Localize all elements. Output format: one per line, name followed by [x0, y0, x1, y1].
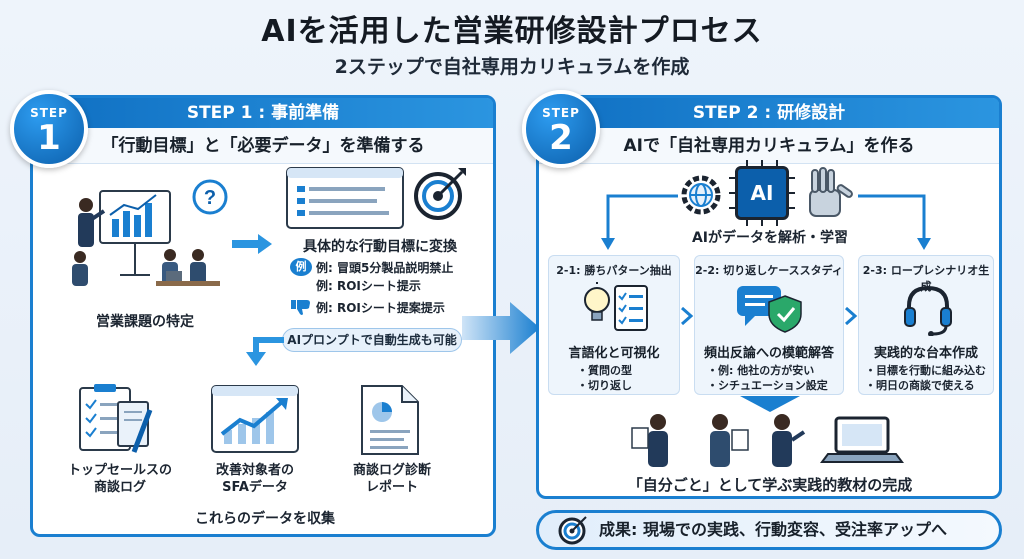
- thumbs-down-icon: [291, 300, 310, 315]
- example-list: 例 例: 冒頭5分製品説明禁止 例: ROIシート提示 例: ROIシート提案提…: [290, 258, 453, 316]
- substep-main: 頻出反論への模範解答: [703, 346, 834, 361]
- example-item: 例: ROIシート提示: [290, 276, 453, 294]
- substep-title: 2-1: 勝ちパターン抽出: [556, 264, 672, 277]
- example-item: 例 例: 冒頭5分製品説明禁止: [290, 258, 453, 276]
- step1-badge-number: 1: [37, 118, 61, 158]
- step2-badge-number: 2: [549, 118, 573, 158]
- source-label-line: 商談ログ診断: [352, 463, 431, 478]
- substep-title: 2-2: 切り返しケーススタディ: [695, 264, 843, 277]
- substep-2-1: 2-1: 勝ちパターン抽出 言語化と可視化 ・質問の型 ・切り返し: [548, 255, 680, 395]
- step1-header: STEP 1 : 事前準備: [33, 98, 493, 128]
- robot-hand-icon: [809, 167, 853, 217]
- source-label-top-sales: トップセールスの 商談ログ: [50, 462, 190, 496]
- meeting-illustration: ?: [72, 179, 228, 286]
- chip-pins-icon: [729, 160, 795, 226]
- analyze-label: AIがデータを解析・学習: [691, 230, 849, 246]
- source-label-line: レポート: [365, 480, 418, 495]
- step-flow-arrow-icon: [462, 302, 540, 354]
- convert-label: 具体的な行動目標に変換: [303, 239, 457, 255]
- page-subtitle: 2ステップで自社専用カリキュラムを作成: [334, 56, 690, 78]
- substep-bullet: ・明日の商談で使える: [865, 379, 975, 392]
- document-list-icon: [286, 167, 404, 229]
- step1-badge-label: STEP: [30, 106, 68, 120]
- substep-bullet: ・質問の型: [577, 364, 632, 377]
- example-text: 例: 冒頭5分製品説明禁止: [316, 260, 454, 275]
- complete-label: 「自分ごと」として学ぶ実践的教材の完成: [627, 476, 913, 494]
- headset-icon: [904, 285, 952, 336]
- step1-subheader: 「行動目標」と「必要データ」を準備する: [33, 128, 493, 164]
- chevron-right-icon: [681, 306, 694, 326]
- checklist-icon: [79, 384, 153, 453]
- source-label-line: 商談ログ: [93, 480, 146, 495]
- ai-chip-label: AI: [750, 181, 774, 205]
- ai-note-pill: AIプロンプトで自動生成も可能: [282, 328, 462, 352]
- source-label-line: トップセールスの: [67, 463, 172, 478]
- team-presenting-illustration: [631, 414, 904, 467]
- result-text: 成果: 現場での実践、行動変容、受注率アップへ: [599, 520, 947, 539]
- source-label-sfa: 改善対象者の SFAデータ: [185, 462, 325, 496]
- source-label-report: 商談ログ診断 レポート: [322, 462, 462, 496]
- example-tag: 例: [290, 258, 312, 276]
- substep-bullet: ・目標を行動に組み込む: [865, 364, 986, 377]
- example-text: 例: ROIシート提示: [316, 278, 421, 293]
- step1-badge: STEP 1: [10, 90, 88, 168]
- page-title: AIを活用した営業研修設計プロセス: [261, 14, 763, 49]
- gear-globe-icon: [681, 175, 721, 215]
- step2-badge: STEP 2: [522, 90, 600, 168]
- collect-label: これらのデータを収集: [195, 511, 335, 527]
- substep-2-3: 2-3: ロープレシナリオ生成 実践的な台本作成 ・目標を行動に組み込む ・明日…: [858, 255, 994, 395]
- substep-bullet: ・切り返し: [577, 379, 632, 392]
- down-arrow-icon: [246, 337, 284, 366]
- sfa-chart-icon: [211, 385, 299, 453]
- substep-main: 言語化と可視化: [568, 346, 660, 361]
- target-icon: [558, 516, 587, 545]
- issue-label: 営業課題の特定: [96, 314, 194, 330]
- step2-header: STEP 2 : 研修設計: [539, 98, 999, 128]
- lightbulb-checklist-icon: [584, 282, 648, 331]
- step2-badge-label: STEP: [542, 106, 580, 120]
- ai-chip-icon: AI: [735, 166, 789, 220]
- source-label-line: SFAデータ: [222, 480, 288, 495]
- substep-bullet: ・例: 他社の方が安い: [707, 364, 815, 377]
- chat-shield-icon: [737, 286, 802, 333]
- substep-bullet: ・シチュエーション設定: [707, 379, 828, 392]
- example-item: 例: ROIシート提案提示: [290, 298, 453, 316]
- target-icon: [414, 168, 466, 220]
- step1-panel: STEP 1 : 事前準備 「行動目標」と「必要データ」を準備する: [30, 95, 496, 537]
- source-label-line: 改善対象者の: [215, 463, 294, 478]
- step2-subheader: AIで「自社専用カリキュラム」を作る: [539, 128, 999, 164]
- right-arrow-icon: [232, 234, 272, 254]
- svg-text:?: ?: [204, 187, 216, 209]
- substep-main: 実践的な台本作成: [873, 346, 978, 361]
- result-bar: 成果: 現場での実践、行動変容、受注率アップへ: [536, 510, 1002, 550]
- example-text: 例: ROIシート提案提示: [316, 300, 445, 315]
- chevron-right-icon: [845, 306, 858, 326]
- branch-connector: [601, 194, 931, 250]
- merge-arrow-icon: [740, 396, 800, 412]
- report-icon: [361, 385, 419, 455]
- substep-2-2: 2-2: 切り返しケーススタディ 頻出反論への模範解答 ・例: 他社の方が安い …: [694, 255, 844, 395]
